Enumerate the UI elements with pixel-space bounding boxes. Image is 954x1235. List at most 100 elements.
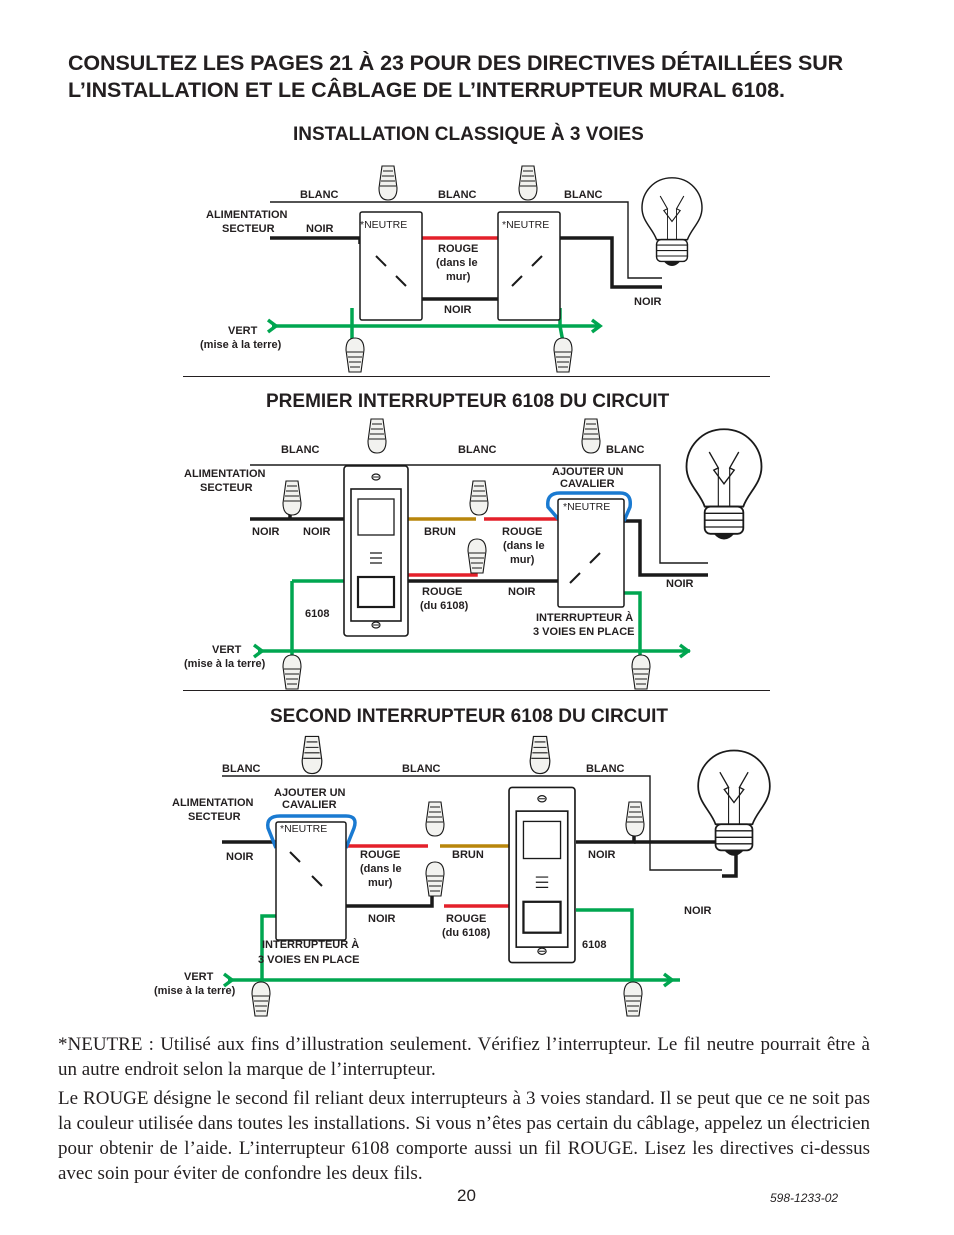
diagram-classic-3-way: BLANC BLANC BLANC ALIMENTATION SECTEUR N… <box>200 165 703 373</box>
wire-label: *NEUTRE <box>502 219 549 231</box>
document-number: 598-1233-02 <box>770 1191 839 1205</box>
wire-label: ALIMENTATION <box>172 797 254 809</box>
wire-label: mur) <box>510 554 535 566</box>
wire-label: BLANC <box>606 444 645 456</box>
wire-nut <box>367 418 387 454</box>
wire-label: NOIR <box>684 905 712 917</box>
wire-label: ROUGE <box>360 849 400 861</box>
wire-label: (dans le <box>436 257 478 269</box>
page-heading: CONSULTEZ LES PAGES 21 À 23 POUR DES DIR… <box>68 50 888 104</box>
wire-label: AJOUTER UN <box>274 787 346 799</box>
wire-label: BLANC <box>281 444 320 456</box>
wire-label: NOIR <box>368 913 396 925</box>
wire-nut <box>425 801 445 837</box>
wire-label: INTERRUPTEUR À <box>262 938 359 951</box>
wire-label: BRUN <box>424 526 456 538</box>
section-divider <box>183 376 770 377</box>
three-way-switch <box>557 498 625 608</box>
wire-label: NOIR <box>226 851 254 863</box>
wire-label: ROUGE <box>502 526 542 538</box>
wire-label: 6108 <box>305 608 329 620</box>
note-rouge: Le ROUGE désigne le second fil reliant d… <box>58 1088 870 1184</box>
wire-label: (du 6108) <box>442 927 491 939</box>
wire-label: CAVALIER <box>282 799 337 811</box>
section-title-classic: INSTALLATION CLASSIQUE À 3 VOIES <box>293 124 644 145</box>
wire-label: BLANC <box>586 763 625 775</box>
wire-nut <box>625 801 645 837</box>
wire-label: VERT <box>184 971 214 983</box>
wire-label: CAVALIER <box>560 478 615 490</box>
wire-label: SECTEUR <box>188 811 241 823</box>
wire-label: BLANC <box>458 444 497 456</box>
wire-label: ALIMENTATION <box>206 209 288 221</box>
wire-label: VERT <box>228 325 258 337</box>
wire-nut <box>553 337 573 373</box>
wire-label: BLANC <box>300 189 339 201</box>
wire-label: NOIR <box>303 526 331 538</box>
heading-line-1: CONSULTEZ LES PAGES 21 À 23 POUR DES DIR… <box>68 51 844 75</box>
wire-label: *NEUTRE <box>360 219 407 231</box>
wire-label: mur) <box>446 271 471 283</box>
wire-label: ROUGE <box>446 913 486 925</box>
wire-label: BLANC <box>438 189 477 201</box>
wire-nut <box>469 480 489 516</box>
heading-line-2: L’INSTALLATION ET LE CÂBLAGE DE L’INTERR… <box>68 78 785 102</box>
wire-label: NOIR <box>508 586 536 598</box>
wire-label: SECTEUR <box>200 482 253 494</box>
three-way-switch-1 <box>359 211 423 321</box>
wire-nut <box>251 981 271 1017</box>
wire-label: 6108 <box>582 939 606 951</box>
wire-label: (dans le <box>503 540 545 552</box>
light-bulb-icon <box>685 428 763 541</box>
wire-label: BLANC <box>222 763 261 775</box>
wire-nut <box>581 418 601 454</box>
wire-label: (dans le <box>360 863 402 875</box>
wire-label: *NEUTRE <box>563 501 610 513</box>
wire-label: INTERRUPTEUR À <box>536 611 633 624</box>
wire-label: *NEUTRE <box>280 823 327 835</box>
wire-nut <box>378 165 398 201</box>
wire-label: BRUN <box>452 849 484 861</box>
wire-label: AJOUTER UN <box>552 466 624 478</box>
diagram-first-6108: BLANC BLANC BLANC ALIMENTATION SECTEUR A… <box>184 418 763 690</box>
wire-label: (du 6108) <box>420 600 469 612</box>
wire-label: NOIR <box>444 304 472 316</box>
wire-label: ROUGE <box>438 243 478 255</box>
section-title-second-6108: SECOND INTERRUPTEUR 6108 DU CIRCUIT <box>270 706 668 727</box>
wire-label: (mise à la terre) <box>200 339 282 351</box>
wire-nut <box>345 337 365 373</box>
three-way-switch <box>275 821 347 941</box>
wire-nut <box>282 654 302 690</box>
page-number: 20 <box>457 1186 476 1205</box>
wire-label: SECTEUR <box>222 223 275 235</box>
wire-label: (mise à la terre) <box>154 985 236 997</box>
wire-label: BLANC <box>402 763 441 775</box>
wire-nut <box>425 861 445 897</box>
dimmer-6108 <box>507 786 577 964</box>
note-neutre: *NEUTRE : Utilisé aux fins d’illustratio… <box>58 1034 870 1080</box>
wire-label: VERT <box>212 644 242 656</box>
light-bulb-icon <box>697 749 771 857</box>
wire-label: NOIR <box>252 526 280 538</box>
wire-nut <box>623 981 643 1017</box>
wire-label: BLANC <box>564 189 603 201</box>
diagram-second-6108: BLANC BLANC BLANC ALIMENTATION SECTEUR A… <box>154 735 771 1017</box>
wire-label: mur) <box>368 877 393 889</box>
wire-label: (mise à la terre) <box>184 658 266 670</box>
wire-label: NOIR <box>634 296 662 308</box>
wire-label: 3 VOIES EN PLACE <box>258 954 359 966</box>
wire-label: NOIR <box>666 578 694 590</box>
wire-nut <box>529 735 551 775</box>
section-title-first-6108: PREMIER INTERRUPTEUR 6108 DU CIRCUIT <box>266 391 670 412</box>
dimmer-6108 <box>342 464 410 638</box>
wire-nut <box>631 654 651 690</box>
three-way-switch-2 <box>497 211 561 321</box>
wire-label: 3 VOIES EN PLACE <box>533 626 634 638</box>
wire-nut <box>282 480 302 516</box>
section-divider <box>183 690 770 691</box>
light-bulb-icon <box>641 177 703 267</box>
wire-nut <box>518 165 538 201</box>
wire-label: ALIMENTATION <box>184 468 266 480</box>
wire-label: NOIR <box>306 223 334 235</box>
wire-nut <box>301 735 323 775</box>
